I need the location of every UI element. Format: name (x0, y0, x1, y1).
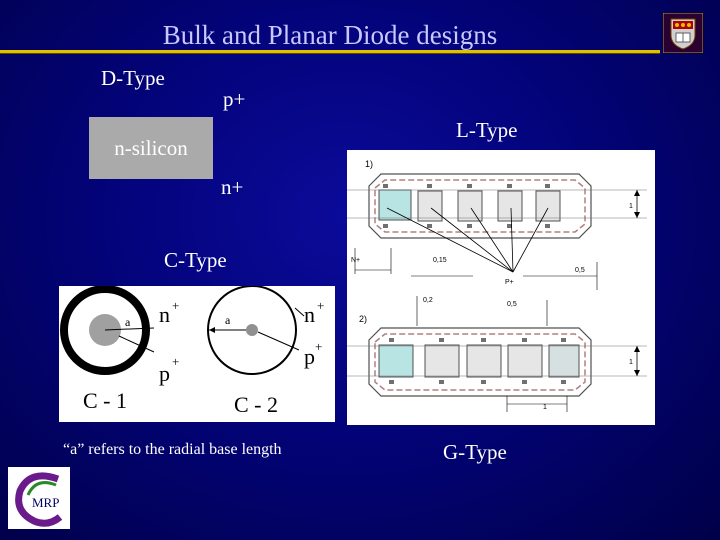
p-plus-label: p+ (223, 87, 246, 111)
p-plus-marker: P+ (505, 279, 514, 286)
dim-015: 0,15 (433, 257, 447, 264)
title-underline (0, 50, 660, 53)
dim-05b: 0,5 (507, 301, 517, 308)
c-type-diagram: a n + p + C - 1 a n + p + C - 2 (59, 286, 335, 422)
c2-p-label: p (304, 344, 315, 369)
c2-inner-dot (246, 324, 258, 336)
title-underline-shadow (0, 53, 660, 54)
slide-title: Bulk and Planar Diode designs (162, 20, 498, 50)
c-type-label: C-Type (164, 248, 227, 272)
g-type-label: G-Type (443, 440, 507, 464)
university-crest-icon (663, 13, 703, 53)
c1-p-label: p (159, 361, 170, 386)
dim-1a: 1 (629, 203, 633, 210)
d-type-label: D-Type (101, 66, 165, 90)
mrp-logo-icon: MRP (8, 467, 70, 529)
c1-outer-ring (60, 286, 150, 375)
dim-1c: 1 (543, 404, 547, 411)
n-plus-label: n+ (221, 175, 244, 199)
c1-n-label: n (159, 302, 170, 327)
radial-length-caption: “a” refers to the radial base length (63, 441, 282, 458)
dim-1b: 1 (629, 359, 633, 366)
logo-text: MRP (32, 495, 59, 510)
drawing-2-label: 2) (359, 314, 367, 324)
c1-n-plus-sign: + (172, 298, 179, 313)
c2-label: C - 2 (234, 392, 278, 417)
n-silicon-label: n-silicon (114, 135, 188, 160)
c1-p-plus-sign: + (172, 354, 179, 369)
c2-outer-ring (207, 286, 297, 375)
c1-a-label: a (125, 315, 131, 329)
n-plus-marker: N+ (351, 257, 360, 264)
dim-05a: 0,5 (575, 267, 585, 274)
c2-n-label: n (304, 302, 315, 327)
dim-02: 0,2 (423, 297, 433, 304)
l-type-drawing: 1) 2) 1 N+ P+ 0,15 0,5 0,2 0,5 (347, 150, 655, 425)
c2-p-plus-sign: + (315, 339, 322, 354)
l-type-label: L-Type (456, 118, 518, 142)
n-silicon-block: n-silicon (89, 117, 213, 179)
drawing-1-label: 1) (365, 159, 373, 169)
c2-a-label: a (225, 313, 231, 327)
c2-n-plus-sign: + (317, 298, 324, 313)
c1-label: C - 1 (83, 388, 127, 413)
